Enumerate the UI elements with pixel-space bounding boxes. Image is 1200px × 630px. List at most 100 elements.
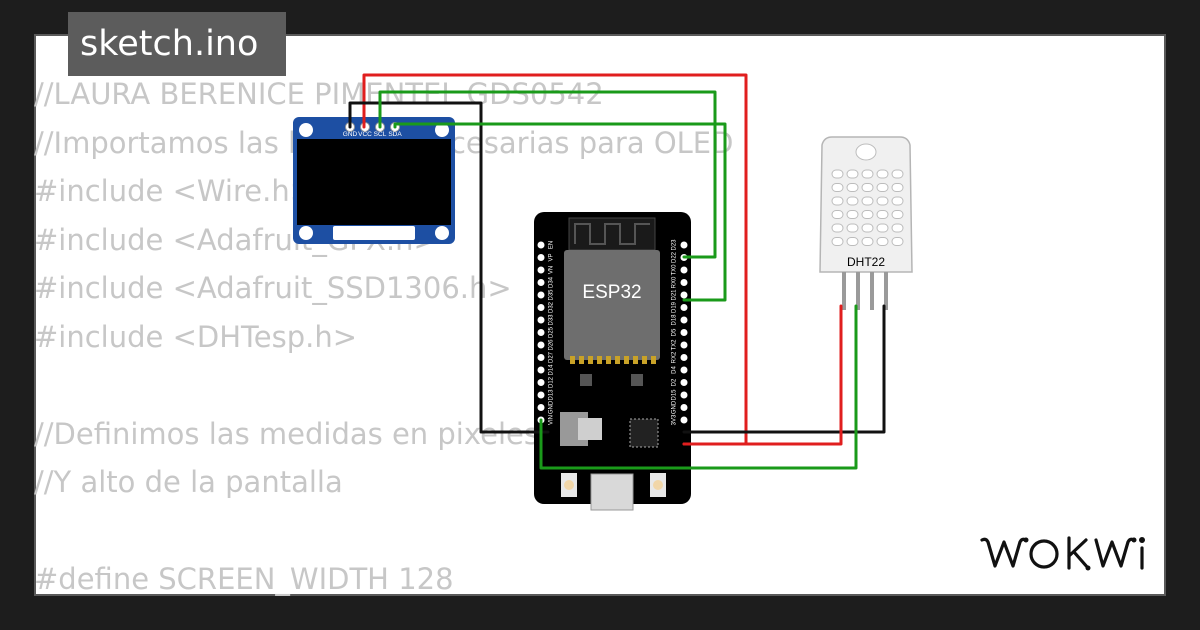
dht22-vent — [891, 169, 904, 179]
esp32-pin-d26 — [537, 341, 545, 349]
esp32-pin-label: D34 — [549, 276, 555, 288]
dht22-vent — [891, 196, 904, 206]
dht22-sensor[interactable]: DHT22 — [819, 136, 913, 310]
oled-mount-hole — [299, 226, 313, 240]
code-line: #include <Adafruit_SSD1306.h> — [34, 271, 512, 305]
dht22-vent — [861, 210, 874, 219]
dht22-hole — [855, 143, 877, 161]
esp32-pin-tx2 — [680, 341, 688, 349]
esp32-pin-d33 — [537, 316, 545, 324]
esp32-regulator-tab — [578, 418, 602, 440]
esp32-pad — [588, 356, 593, 364]
esp32-pad — [606, 356, 611, 364]
dht22-leg — [870, 272, 874, 310]
dht22-grille — [831, 169, 904, 246]
esp32-pin-rx0 — [680, 279, 688, 286]
esp32-antenna — [568, 217, 656, 251]
esp32-pin-tx0 — [680, 266, 688, 274]
esp32-pin-label: D4 — [672, 366, 678, 374]
esp32-pin-rx2 — [680, 354, 688, 361]
esp32-pad — [651, 356, 656, 364]
esp32-pin-label: RX2 — [672, 351, 678, 363]
oled-pin-label: SCL — [374, 131, 387, 138]
wire-data-dht22 — [539, 304, 858, 470]
code-line: #include <DHTesp.h> — [34, 319, 358, 354]
dht22-vent — [831, 183, 844, 192]
esp32-pin-label: D22 — [672, 251, 678, 263]
esp32-pad — [579, 356, 584, 364]
esp32-pin-label: RX0 — [672, 276, 678, 288]
dht22-vent — [831, 196, 844, 206]
dht22-vent — [876, 210, 889, 219]
esp32-board[interactable]: ESP32 ENVPVND34D35D32D33D25D26D27D14D12D… — [534, 212, 691, 511]
dht22-vent — [831, 237, 844, 246]
esp32-pin-label: D13 — [549, 389, 555, 401]
oled-ribbon — [333, 226, 415, 240]
esp32-pin-d15 — [680, 391, 688, 399]
esp32-pin-d13 — [537, 391, 545, 399]
usb-port — [590, 473, 634, 511]
dht22-leg — [884, 272, 888, 310]
dht22-vent — [831, 223, 844, 233]
esp32-pin-d19 — [680, 304, 688, 311]
esp32-pin-label: 3V3 — [672, 414, 678, 425]
esp32-module — [564, 250, 660, 360]
button-boot-cap — [653, 480, 663, 490]
dht22-vent — [861, 183, 874, 192]
esp32-pin-d35 — [537, 291, 545, 299]
dht22-vent — [846, 210, 859, 219]
dht22-vent — [831, 169, 844, 179]
dht22-vent — [876, 169, 889, 179]
esp32-pin-d2 — [680, 379, 688, 386]
esp32-pin-label: VP — [549, 253, 555, 261]
esp32-pin-d27 — [537, 354, 545, 361]
oled-mount-hole — [435, 123, 449, 137]
esp32-pin-gnd — [680, 404, 688, 411]
dht22-vent — [876, 196, 889, 206]
esp32-cap — [631, 374, 643, 386]
oled-pin-label: VCC — [358, 131, 372, 138]
esp32-pin-vn — [537, 266, 545, 274]
esp32-cap — [580, 374, 592, 386]
wire-sda-oled — [393, 122, 727, 302]
code-line: #include <Wire.h> — [34, 174, 315, 208]
dht22-vent — [876, 183, 889, 192]
wokwi-logo — [980, 536, 1145, 571]
dht22-vent — [846, 183, 859, 192]
dht22-vent — [846, 169, 859, 179]
dht22-label: DHT22 — [847, 255, 885, 269]
esp32-pin-label: VN — [549, 266, 555, 274]
esp32-pad — [624, 356, 629, 364]
esp32-pad — [570, 356, 575, 364]
esp32-pin-d23 — [680, 241, 688, 249]
dht22-vent — [876, 223, 889, 233]
oled-screen — [297, 139, 451, 225]
esp32-pin-label: D12 — [549, 376, 555, 388]
esp32-pin-label: D27 — [549, 351, 555, 363]
esp32-pin-en — [537, 241, 545, 249]
code-line: #define SCREEN_WIDTH 128 — [34, 562, 454, 596]
oled-pin-label: GND — [343, 131, 358, 138]
esp32-pin-d21 — [680, 291, 688, 299]
dht22-leg — [856, 272, 860, 310]
esp32-module-pads — [570, 356, 656, 364]
esp32-pin-d25 — [537, 329, 545, 336]
sketch-filename-tab[interactable]: sketch.ino — [68, 12, 286, 76]
esp32-pin-label: D19 — [672, 301, 678, 313]
dht22-vent — [861, 196, 874, 206]
dht22-vent — [876, 237, 889, 246]
oled-mount-hole — [299, 123, 313, 137]
esp32-pin-d14 — [537, 366, 545, 374]
oled-mount-hole — [435, 226, 449, 240]
esp32-pad — [642, 356, 647, 364]
dht22-vent — [846, 237, 859, 246]
esp32-pin-label: TX2 — [672, 339, 678, 351]
wire-gnd-dht22 — [682, 304, 886, 434]
esp32-pin-d4 — [680, 366, 688, 374]
esp32-pin-gnd — [537, 404, 545, 411]
esp32-pin-d34 — [537, 279, 545, 286]
esp32-usb-chip — [629, 418, 659, 448]
dht22-vent — [831, 210, 844, 219]
